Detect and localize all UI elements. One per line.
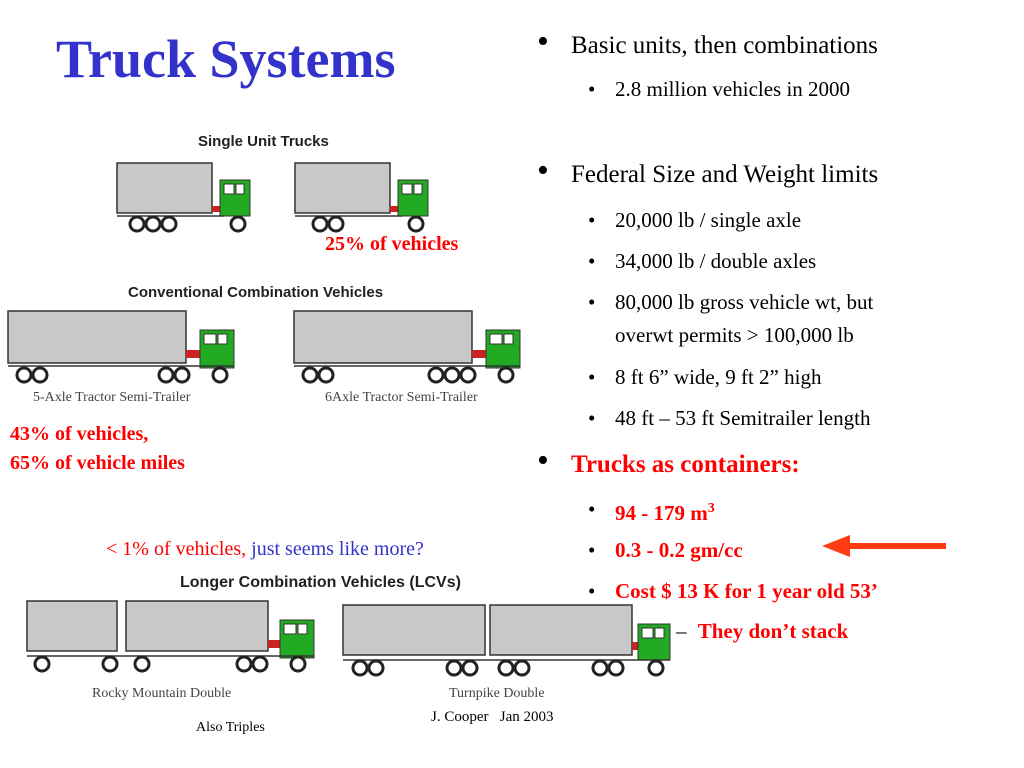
sub-bullet-text: 20,000 lb / single axle (615, 208, 802, 232)
sub-bullet-dot: • (588, 406, 596, 430)
sub-bullet-text: 48 ft – 53 ft Semitrailer length (615, 406, 871, 430)
conventional-share-vehicles: 43% of vehicles, (10, 423, 149, 445)
sub-bullet-text: 2.8 million vehicles in 2000 (615, 77, 851, 101)
bullet-basic-units-text: Basic units, then combinations (571, 32, 878, 59)
conventional-share-miles: 65% of vehicle miles (10, 452, 185, 474)
bullet-containers-text: Trucks as containers: (571, 451, 800, 478)
lcv-share: < 1% of vehicles, just seems like more? (106, 538, 424, 561)
single-unit-truck-1 (116, 162, 251, 233)
sub-bullet-volume-text: 94 - 179 m3 (615, 494, 715, 528)
bullet-dot: • (537, 442, 549, 479)
slide-title: Truck Systems (56, 29, 396, 89)
sub-bullet-text: 80,000 lb gross vehicle wt, but (615, 290, 874, 314)
sub-bullet-dot: • (588, 249, 596, 273)
sub-sub-bullet-stack: – They don’t stack (676, 616, 848, 646)
bullet-dot: • (537, 152, 549, 189)
single-unit-figure-title: Single Unit Trucks (198, 133, 329, 150)
conventional-figure-title: Conventional Combination Vehicles (128, 284, 384, 301)
lcv-share-part2: just seems like more? (251, 538, 424, 560)
dash-marker: – (676, 619, 687, 643)
volume-value: 94 - 179 m (615, 501, 708, 525)
lcv-share-part1: < 1% of vehicles, (106, 538, 247, 560)
bullet-dot: • (537, 23, 549, 60)
caption-rocky-mountain: Rocky Mountain Double (92, 686, 232, 701)
single-unit-truck-2 (294, 162, 429, 233)
sub-bullet-text-continued: overwt permits > 100,000 lb (615, 323, 854, 347)
caption-5-axle: 5-Axle Tractor Semi-Trailer (33, 390, 191, 405)
five-axle-semi-trailer (7, 310, 235, 384)
sub-bullet-dot: • (588, 579, 596, 603)
sub-bullet-dot: • (588, 365, 596, 389)
six-axle-semi-trailer (293, 310, 521, 384)
sub-bullet-dot: • (588, 538, 596, 562)
sub-bullet-cost-text: Cost $ 13 K for 1 year old 53’ (615, 579, 878, 603)
sub-sub-bullet-stack-text: They don’t stack (697, 619, 849, 643)
rocky-mountain-double (26, 600, 315, 673)
sub-bullet-dot: • (588, 290, 596, 314)
sub-bullet-text: 34,000 lb / double axles (615, 249, 817, 273)
turnpike-double (342, 604, 671, 677)
lcv-figure-title: Longer Combination Vehicles (LCVs) (180, 574, 461, 591)
also-triples-note: Also Triples (196, 720, 265, 735)
volume-exponent: 3 (707, 501, 715, 516)
single-unit-share: 25% of vehicles (325, 233, 459, 255)
sub-bullet-density-text: 0.3 - 0.2 gm/cc (615, 538, 743, 562)
sub-bullet-dot: • (588, 208, 596, 232)
sub-bullet-dot: • (588, 497, 596, 521)
caption-turnpike: Turnpike Double (449, 686, 545, 701)
sub-bullet-dot: • (588, 77, 596, 101)
sub-bullet-text: 8 ft 6” wide, 9 ft 2” high (615, 365, 822, 389)
caption-6-axle: 6Axle Tractor Semi-Trailer (325, 390, 478, 405)
arrow-left-icon (822, 535, 946, 557)
bullet-federal-limits-text: Federal Size and Weight limits (571, 161, 879, 188)
footer-author: J. Cooper Jan 2003 (431, 709, 554, 725)
